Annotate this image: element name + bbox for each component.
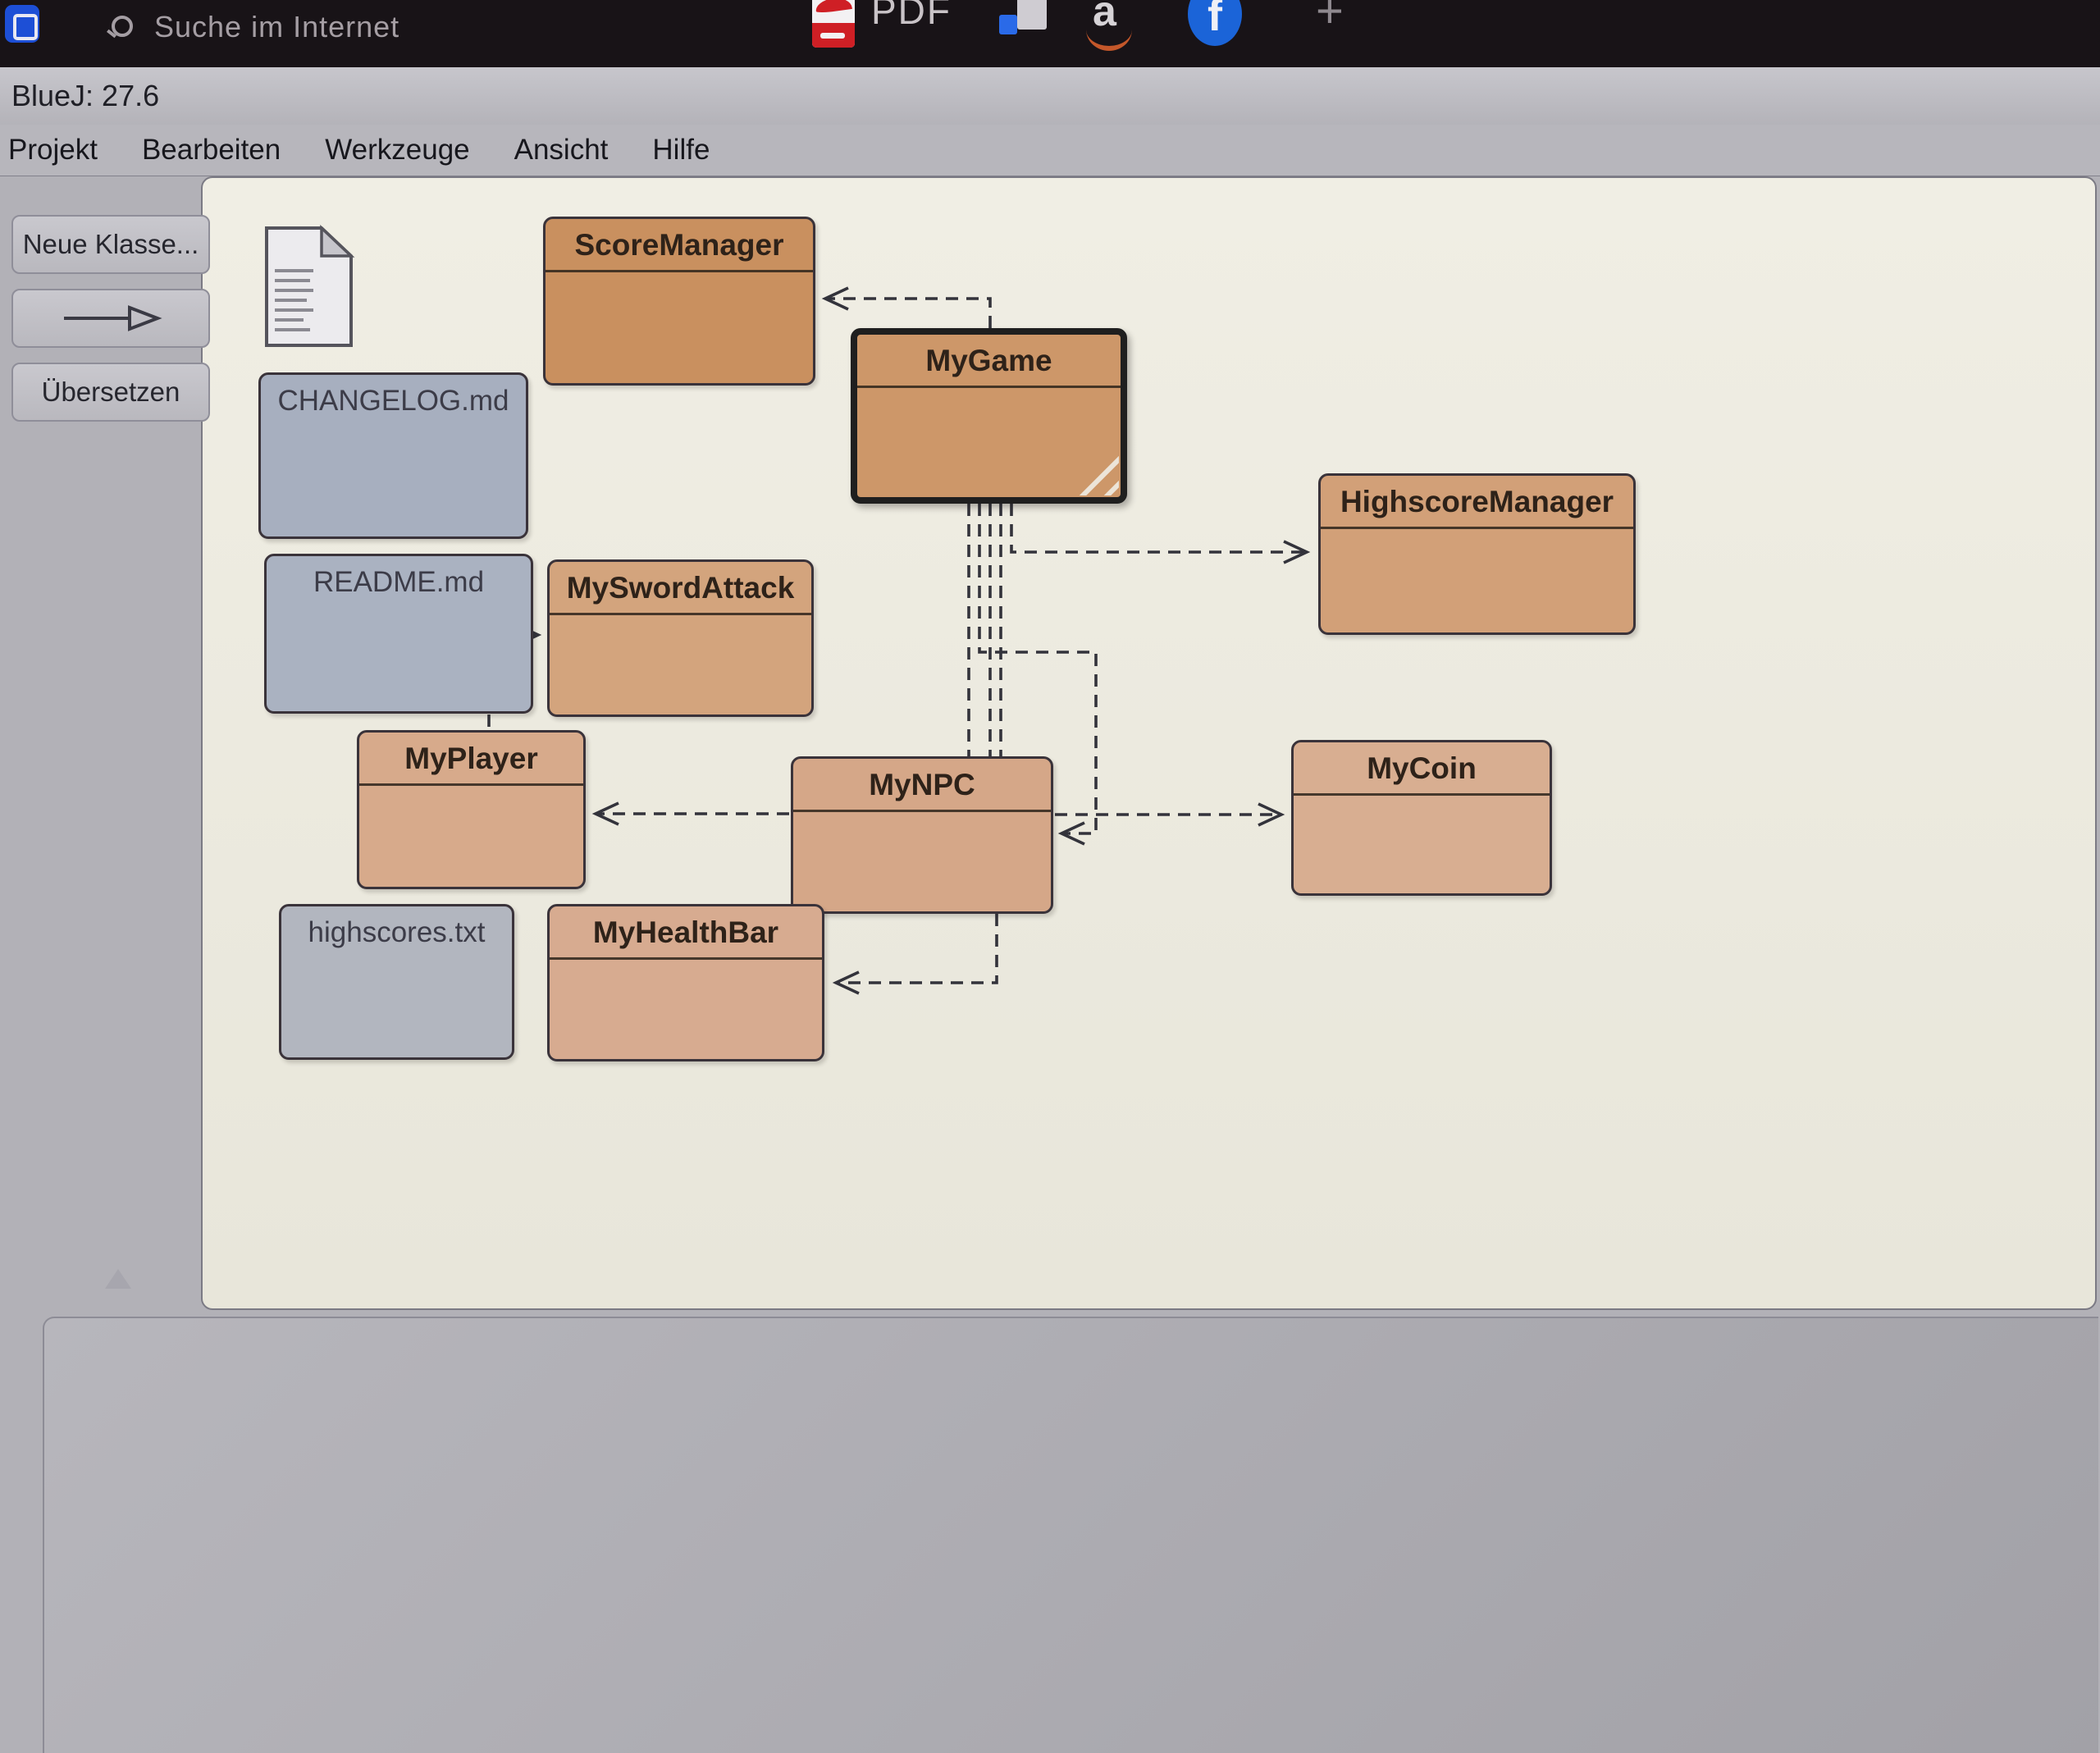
new-class-button[interactable]: Neue Klasse... bbox=[11, 215, 210, 274]
sidebar-scroll-indicator bbox=[105, 1269, 131, 1289]
uses-mygame-scoremanager[interactable] bbox=[821, 286, 992, 328]
class-HighscoreManager[interactable]: HighscoreManager bbox=[1318, 473, 1636, 635]
class-MySwordAttack[interactable]: MySwordAttack bbox=[547, 559, 814, 717]
pdf-label: PDF bbox=[871, 0, 952, 32]
menu-bearbeiten[interactable]: Bearbeiten bbox=[141, 134, 281, 166]
object-bench[interactable] bbox=[43, 1317, 2098, 1753]
menu-ansicht[interactable]: Ansicht bbox=[514, 134, 609, 166]
window-title: BlueJ: 27.6 bbox=[11, 79, 160, 112]
search-placeholder-text: Suche im Internet bbox=[154, 10, 400, 43]
file-highscores.txt[interactable]: highscores.txt bbox=[279, 904, 514, 1060]
taskbar-search[interactable]: Suche im Internet bbox=[107, 0, 399, 67]
node-label: MyPlayer bbox=[359, 733, 583, 786]
node-label: CHANGELOG.md bbox=[277, 385, 509, 417]
uses-mynpc-mycoin[interactable] bbox=[1055, 802, 1285, 827]
menu-projekt[interactable]: Projekt bbox=[8, 134, 98, 166]
file-CHANGELOG.md[interactable]: CHANGELOG.md bbox=[258, 372, 528, 539]
uses-arrow-button[interactable] bbox=[11, 289, 210, 348]
pdf-icon-swoosh bbox=[815, 0, 852, 14]
selection-stripes bbox=[1066, 443, 1119, 495]
new-tab-icon[interactable]: + bbox=[1316, 0, 1344, 38]
files-icon[interactable] bbox=[999, 0, 1047, 39]
node-label: ScoreManager bbox=[546, 219, 813, 272]
search-icon bbox=[107, 16, 133, 40]
file-README.md[interactable]: README.md bbox=[264, 554, 533, 714]
uses-mygame-highscoremanager[interactable] bbox=[1010, 504, 1311, 564]
node-label: README.md bbox=[313, 566, 485, 598]
files-icon-square bbox=[999, 15, 1017, 34]
node-label: MyCoin bbox=[1294, 742, 1550, 796]
node-label: HighscoreManager bbox=[1321, 476, 1633, 529]
class-MyGame[interactable]: MyGame bbox=[851, 328, 1127, 504]
pdf-icon[interactable] bbox=[812, 0, 855, 48]
menubar: Projekt Bearbeiten Werkzeuge Ansicht Hilfe bbox=[0, 125, 2100, 178]
class-MyPlayer[interactable]: MyPlayer bbox=[357, 730, 586, 889]
files-icon-page bbox=[1017, 0, 1047, 30]
screen: Suche im Internet PDF a f + BlueJ: 27.6 … bbox=[0, 0, 2100, 1575]
node-label: MyNPC bbox=[793, 759, 1051, 812]
uses-arrow-icon bbox=[64, 305, 162, 331]
class-MyHealthBar[interactable]: MyHealthBar bbox=[547, 904, 824, 1061]
facebook-icon[interactable]: f bbox=[1188, 0, 1242, 46]
class-MyCoin[interactable]: MyCoin bbox=[1291, 740, 1552, 896]
app-tile-icon[interactable] bbox=[5, 5, 39, 43]
taskbar: Suche im Internet PDF a f + bbox=[0, 0, 2100, 67]
node-label: MyHealthBar bbox=[550, 906, 822, 960]
window-titlebar: BlueJ: 27.6 bbox=[0, 67, 2100, 125]
amazon-icon[interactable]: a bbox=[1084, 0, 1137, 51]
uses-mynpc-myplayer[interactable] bbox=[591, 801, 789, 826]
uses-into-myhealthbar[interactable] bbox=[832, 914, 998, 995]
amazon-icon-smile bbox=[1086, 30, 1132, 51]
node-label: MyGame bbox=[857, 335, 1121, 388]
facebook-icon-letter: f bbox=[1208, 0, 1222, 40]
pdf-icon-bar bbox=[820, 33, 845, 39]
node-label: MySwordAttack bbox=[550, 562, 811, 615]
menu-werkzeuge[interactable]: Werkzeuge bbox=[325, 134, 470, 166]
node-label: highscores.txt bbox=[308, 916, 486, 948]
project-notes-icon[interactable] bbox=[262, 224, 356, 354]
compile-button[interactable]: Übersetzen bbox=[11, 363, 210, 422]
menu-hilfe[interactable]: Hilfe bbox=[652, 134, 710, 166]
class-ScoreManager[interactable]: ScoreManager bbox=[543, 217, 815, 386]
class-MyNPC[interactable]: MyNPC bbox=[791, 756, 1053, 914]
app-tile-glyph bbox=[13, 14, 38, 40]
